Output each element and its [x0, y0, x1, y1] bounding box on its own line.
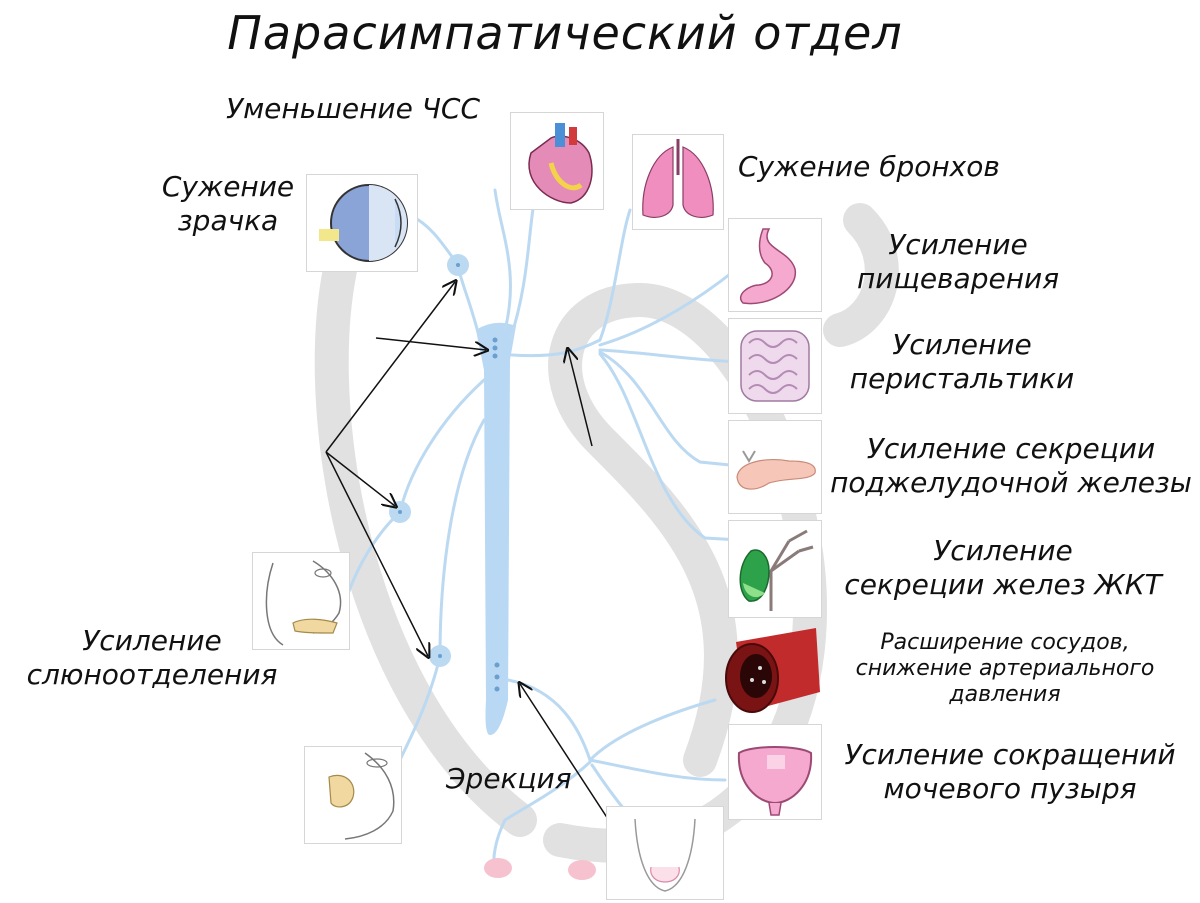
label-vessels-line2: снижение артериального [855, 656, 1155, 681]
label-vessels: Расширение сосудов, снижение артериально… [828, 630, 1182, 708]
label-gi-glands: Усиление секреции желез ЖКТ [828, 534, 1178, 602]
stomach-frame [728, 218, 822, 312]
label-bladder: Усиление сокращений мочевого пузыря [830, 738, 1190, 806]
heart-icon [528, 123, 593, 204]
label-digestion-line2: пищеварения [856, 262, 1060, 295]
label-peristalsis-line1: Усиление [892, 328, 1032, 361]
page-title: Парасимпатический отдел [227, 6, 903, 60]
label-salivation: Усиление слюноотделения [12, 624, 292, 692]
arrows [325, 282, 637, 863]
salivary-gland-icon [265, 560, 342, 646]
stomach-icon [739, 228, 796, 305]
genitals-icon [634, 818, 696, 892]
vessel-frame [716, 622, 820, 718]
label-pupil-line2: зрачка [177, 204, 279, 237]
label-pancreas-line2: поджелудочной железы [830, 466, 1192, 499]
heart-frame [510, 112, 604, 210]
pancreas-icon [736, 450, 816, 490]
label-digestion: Усиление пищеварения [828, 228, 1088, 296]
label-gi-glands-line2: секреции желез ЖКТ [844, 568, 1162, 601]
intestine-icon [740, 330, 810, 402]
label-gi-glands-line1: Усиление [933, 534, 1073, 567]
spinal-cord [476, 322, 516, 735]
uterus-icon [484, 858, 596, 880]
eye-icon [319, 184, 408, 262]
bladder-icon [737, 746, 813, 816]
face-gland-icon [328, 752, 395, 840]
label-pupil: Сужение зрачка [150, 170, 306, 238]
label-pupil-line1: Сужение [161, 170, 295, 203]
label-bladder-line1: Усиление сокращений [844, 738, 1176, 771]
gallbladder-icon [739, 529, 814, 611]
lungs-icon [642, 139, 714, 218]
blood-vessel-icon [725, 628, 820, 713]
lungs-frame [632, 134, 724, 230]
pancreas-frame [728, 420, 822, 514]
label-erection: Эрекция [446, 762, 572, 795]
label-digestion-line1: Усиление [888, 228, 1028, 261]
gallbladder-frame [728, 520, 822, 618]
label-pancreas-line1: Усиление секреции [866, 432, 1156, 465]
intestine-frame [728, 318, 822, 414]
bladder-frame [728, 724, 822, 820]
label-pancreas: Усиление секреции поджелудочной железы [826, 432, 1196, 500]
uterus-frame [474, 824, 604, 898]
label-vessels-line1: Расширение сосудов, [880, 630, 1130, 655]
label-heart-rate: Уменьшение ЧСС [226, 92, 480, 125]
genitals-frame [606, 806, 724, 900]
label-bronchi: Сужение бронхов [738, 150, 1000, 183]
label-bladder-line2: мочевого пузыря [883, 772, 1137, 805]
label-salivation-line1: Усиление [82, 624, 222, 657]
salivary-frame-upper [252, 552, 350, 650]
label-vessels-line3: давления [949, 682, 1061, 707]
label-salivation-line2: слюноотделения [26, 658, 278, 691]
eye-frame [306, 174, 418, 272]
salivary-frame-lower [304, 746, 402, 844]
label-peristalsis: Усиление перистальтики [822, 328, 1102, 396]
label-peristalsis-line2: перистальтики [849, 362, 1075, 395]
